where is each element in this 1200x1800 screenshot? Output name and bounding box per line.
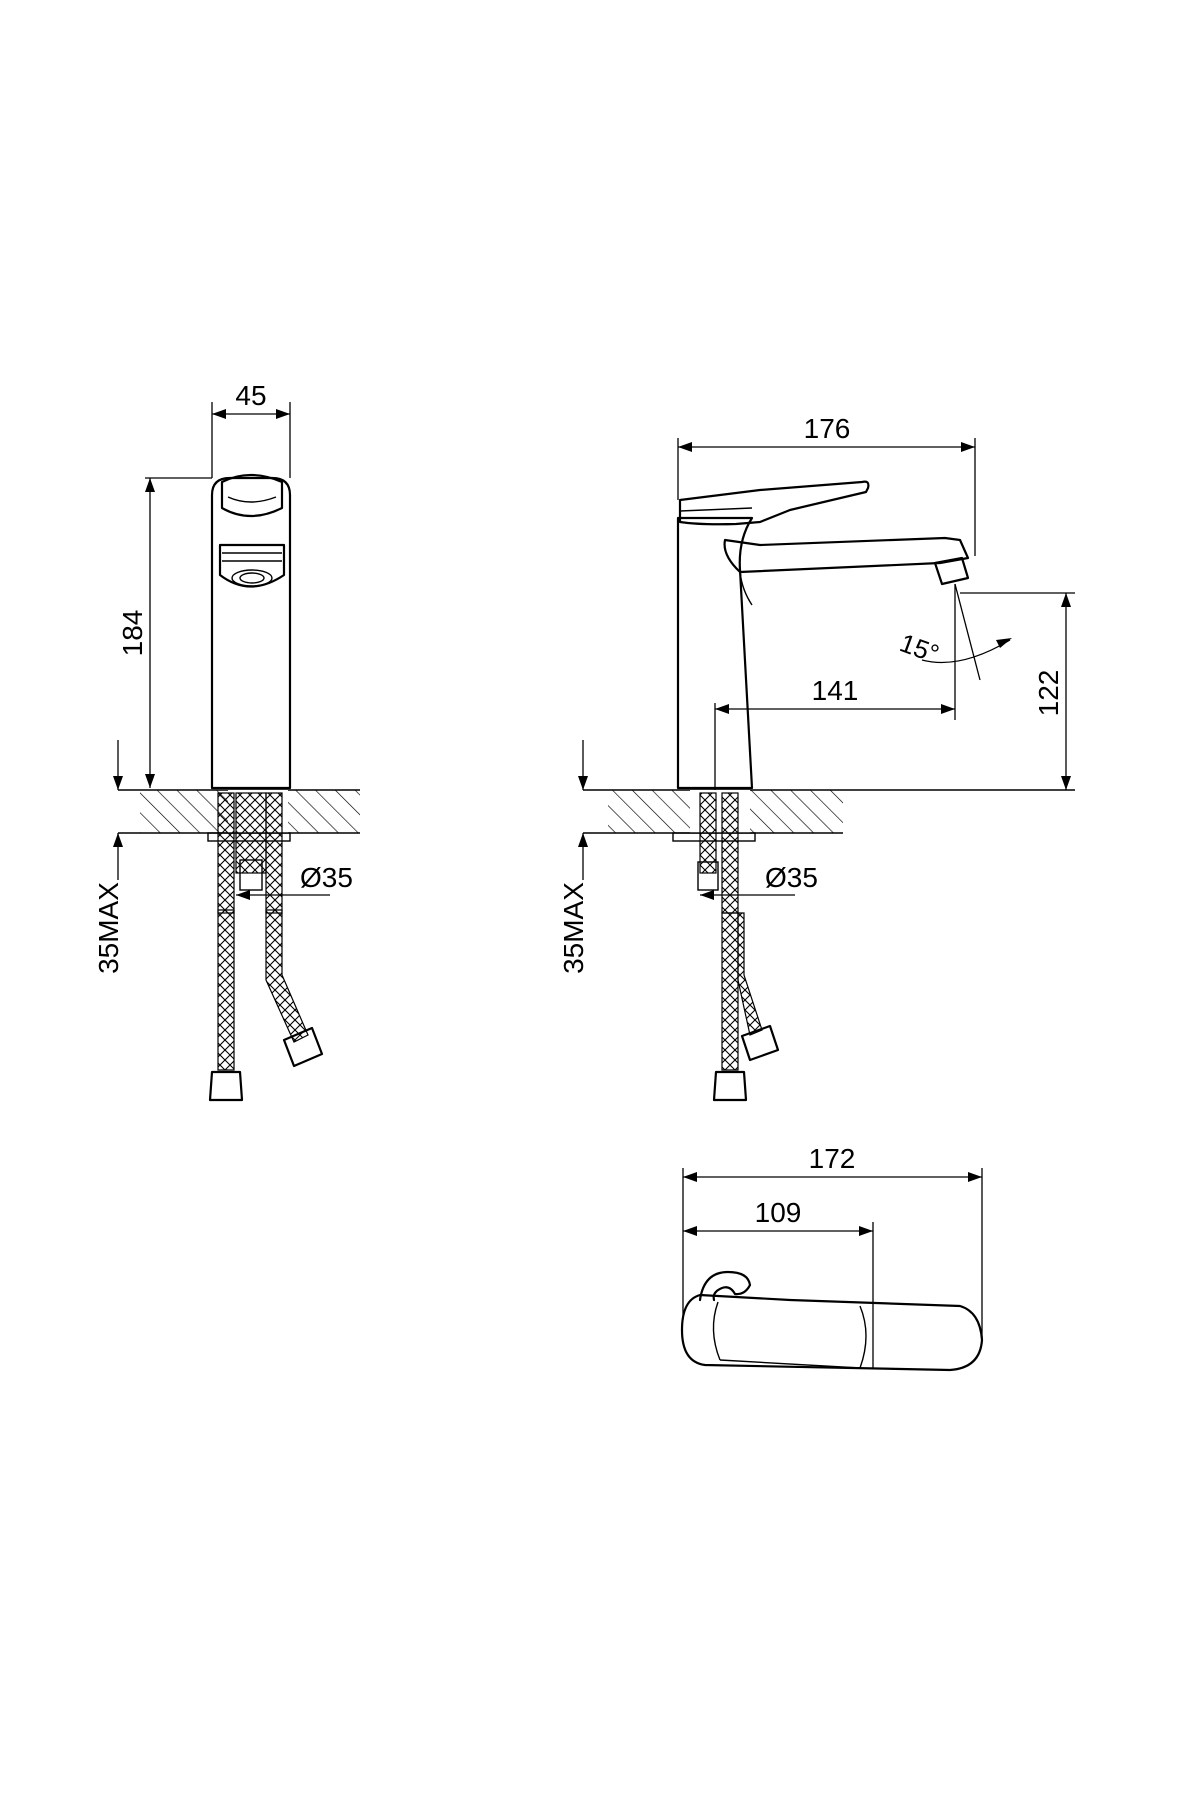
side-dim-length: 176 bbox=[804, 413, 851, 444]
side-dim-reach: 141 bbox=[812, 675, 859, 706]
top-lever-outline bbox=[680, 1293, 984, 1372]
side-hose-nut-left bbox=[712, 1070, 748, 1102]
front-hose-left bbox=[217, 909, 235, 1071]
side-spout bbox=[723, 536, 970, 574]
front-nut bbox=[239, 859, 263, 891]
side-lever-handle bbox=[678, 480, 870, 526]
front-hose-right bbox=[265, 909, 309, 1043]
side-view: 176 141 122 15° 35MAX Ø35 bbox=[558, 413, 1075, 1102]
side-dim-spout-height: 122 bbox=[1033, 670, 1064, 717]
side-dim-hole: Ø35 bbox=[765, 862, 818, 893]
side-hose-left bbox=[721, 912, 739, 1071]
top-dim-total: 172 bbox=[809, 1143, 856, 1174]
top-dim-lever: 109 bbox=[755, 1197, 802, 1228]
front-hose-nut-left bbox=[208, 1070, 244, 1102]
side-threaded-rod bbox=[699, 792, 717, 874]
front-aerator bbox=[218, 543, 286, 588]
front-dim-width: 45 bbox=[235, 380, 266, 411]
side-hose-nut-right bbox=[740, 1024, 780, 1062]
front-handle-cap bbox=[220, 473, 284, 518]
top-view: 172 109 bbox=[680, 1143, 984, 1372]
front-dim-deck: 35MAX bbox=[93, 882, 124, 974]
front-view: 45 184 35MAX Ø35 bbox=[93, 380, 360, 1102]
side-hose-right bbox=[737, 912, 763, 1036]
front-faucet-body bbox=[210, 476, 292, 790]
front-dim-height: 184 bbox=[117, 610, 148, 657]
top-handle-hook bbox=[698, 1270, 752, 1302]
front-dim-hole: Ø35 bbox=[300, 862, 353, 893]
side-nut bbox=[697, 861, 719, 891]
side-dim-deck: 35MAX bbox=[558, 882, 589, 974]
side-aerator bbox=[933, 556, 970, 586]
front-hose-nut-right bbox=[282, 1026, 324, 1068]
